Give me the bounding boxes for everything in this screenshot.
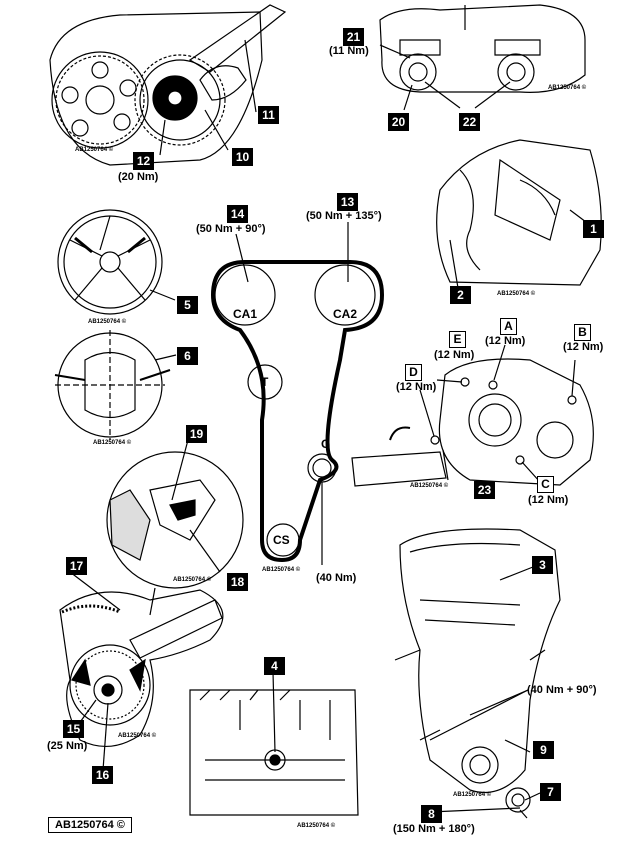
- torque-e: (12 Nm): [434, 349, 475, 361]
- callout-11: 11: [258, 106, 279, 124]
- panel-code: AB1250764 ©: [93, 440, 132, 446]
- callout-23: 23: [474, 481, 495, 499]
- panel-code: AB1250764 ©: [453, 792, 492, 798]
- torque-d: (12 Nm): [396, 381, 437, 393]
- callout-20: 20: [388, 113, 409, 131]
- letter-box-b: B: [574, 324, 591, 341]
- panel-sprocket-hub: [57, 209, 176, 315]
- panel-code: AB1250764 ©: [262, 567, 301, 573]
- panel-code: AB1250764 ©: [88, 319, 127, 325]
- panel-tensioner-detail: [106, 439, 244, 616]
- panel-code: AB1250764 ©: [118, 733, 157, 739]
- torque-g: (40 Nm): [316, 572, 357, 584]
- callout-22: 22: [459, 113, 480, 131]
- panel-code: AB1250764 ©: [173, 577, 212, 583]
- panel-timing-mark: [54, 330, 177, 440]
- torque-13: (50 Nm + 135°): [306, 210, 382, 222]
- torque-b: (12 Nm): [563, 341, 604, 353]
- callout-8: 8: [421, 805, 442, 823]
- pulley-label-ca1: CA1: [233, 307, 258, 321]
- callout-14: 14: [227, 205, 248, 223]
- callout-19: 19: [186, 425, 207, 443]
- letter-box-e: E: [449, 331, 466, 348]
- panel-sump: [189, 671, 359, 816]
- torque-14: (50 Nm + 90°): [196, 223, 266, 235]
- timing-belt-layout: [210, 222, 385, 565]
- callout-15: 15: [63, 720, 84, 738]
- callout-10: 10: [232, 148, 253, 166]
- torque-a: (12 Nm): [485, 335, 526, 347]
- callout-21: 21: [343, 28, 364, 46]
- torque-21: (11 Nm): [329, 45, 369, 57]
- callout-9: 9: [533, 741, 554, 759]
- callout-16: 16: [92, 766, 113, 784]
- panel-camshaft-locking-tool: [49, 4, 287, 166]
- callout-7: 7: [540, 783, 561, 801]
- panel-crankshaft-tensioner: [59, 571, 224, 771]
- panel-code: AB1250764 ©: [410, 483, 449, 489]
- callout-13: 13: [337, 193, 358, 211]
- torque-12: (20 Nm): [118, 171, 159, 183]
- panel-water-pump: [351, 344, 594, 487]
- callout-2: 2: [450, 286, 471, 304]
- panel-timing-cover: [394, 528, 561, 819]
- callout-12: 12: [133, 152, 154, 170]
- panel-code: AB1250764 ©: [548, 85, 587, 91]
- callout-18: 18: [227, 573, 248, 591]
- panel-code: AB1250764 ©: [297, 823, 336, 829]
- panel-camshaft-pulleys: [379, 4, 586, 111]
- callout-5: 5: [177, 296, 198, 314]
- pulley-label-g: G: [321, 437, 331, 451]
- letter-box-a: A: [500, 318, 517, 335]
- panel-engine-bay: [436, 139, 602, 289]
- callout-1: 1: [583, 220, 604, 238]
- torque-8: (150 Nm + 180°): [393, 823, 475, 835]
- pulley-label-t: T: [261, 375, 269, 389]
- callout-17: 17: [66, 557, 87, 575]
- letter-box-d: D: [405, 364, 422, 381]
- pulley-label-ca2: CA2: [333, 307, 358, 321]
- letter-box-c: C: [537, 476, 554, 493]
- reference-code-box: AB1250764 ©: [48, 817, 132, 833]
- callout-4: 4: [264, 657, 285, 675]
- torque-c: (12 Nm): [528, 494, 569, 506]
- callout-3: 3: [532, 556, 553, 574]
- pulley-label-cs: CS: [273, 533, 290, 547]
- callout-6: 6: [177, 347, 198, 365]
- torque-15: (25 Nm): [47, 740, 88, 752]
- panel-code: AB1250764 ©: [497, 291, 536, 297]
- torque-9: (40 Nm + 90°): [527, 684, 597, 696]
- panel-code: AB1250764 ©: [75, 147, 114, 153]
